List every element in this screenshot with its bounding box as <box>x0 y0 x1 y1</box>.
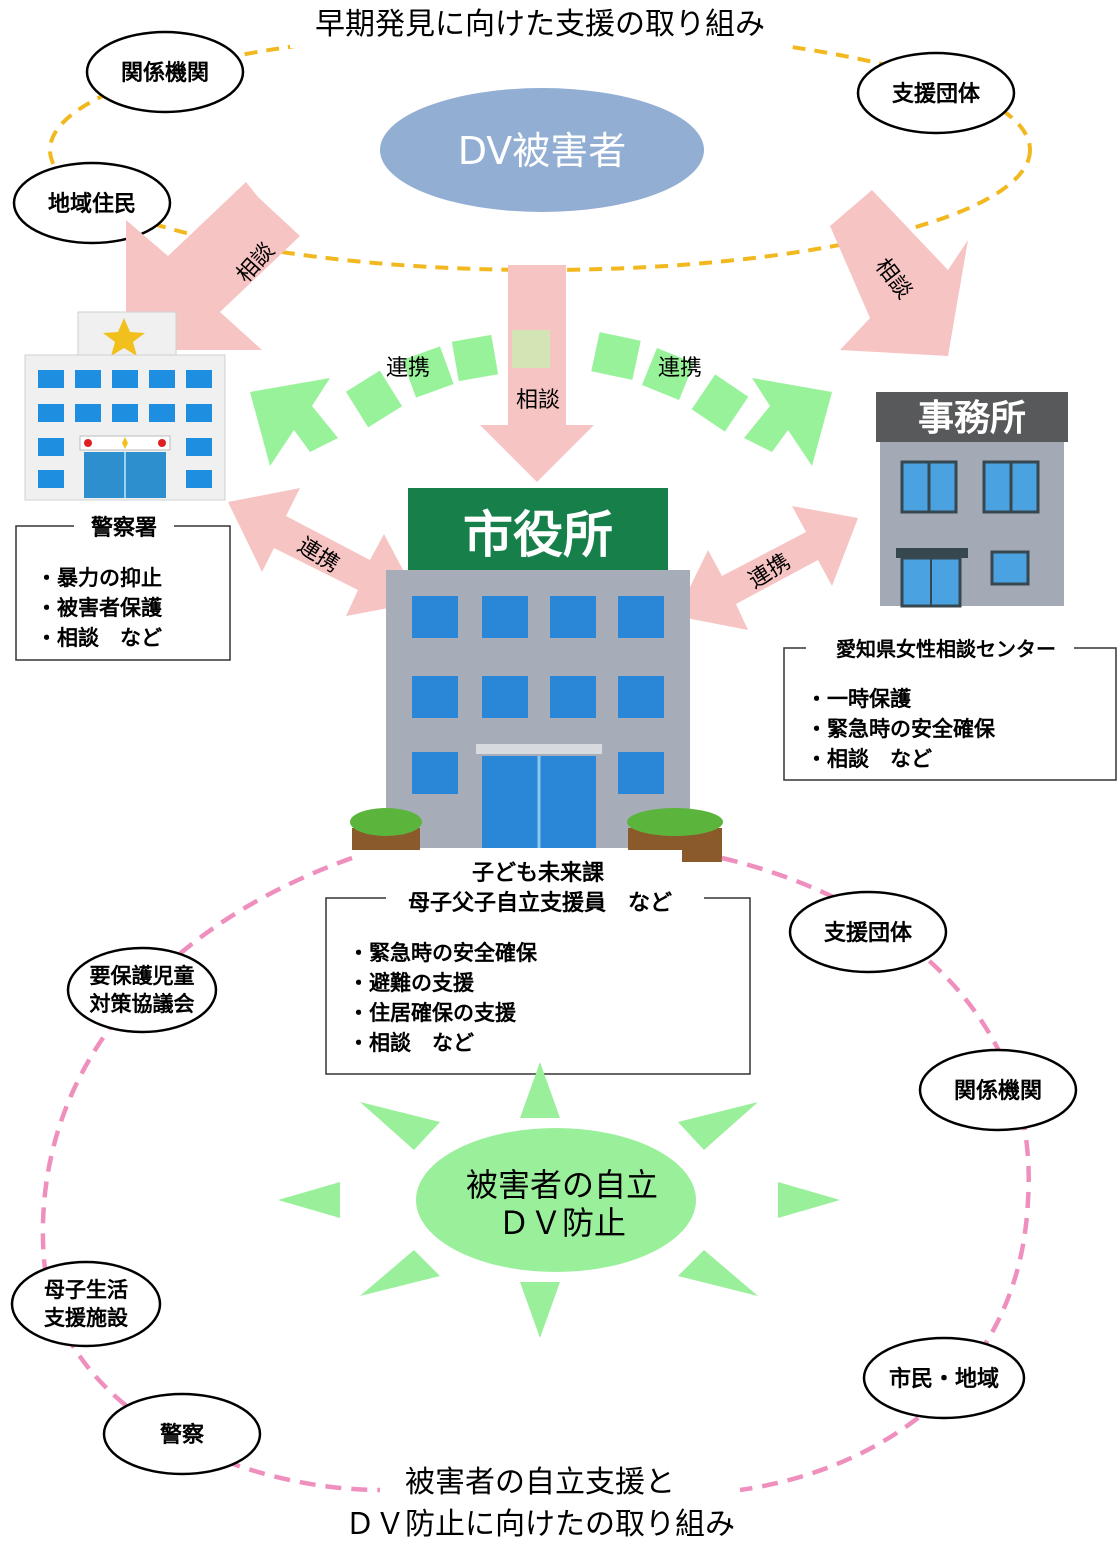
city-hall-item-3: ・相談 など <box>348 1031 474 1055</box>
office-title: 愛知県女性相談センター <box>836 637 1056 661</box>
victim-label: DV被害者 <box>458 129 627 173</box>
office-building-icon: 事務所 <box>876 392 1068 608</box>
police-item-1: ・被害者保護 <box>36 596 163 620</box>
sun-line-1: ＤＶ防止 <box>498 1204 626 1242</box>
bottom-title-line-1: ＤＶ防止に向けたの取り組み <box>345 1507 735 1542</box>
city-hall-item-0: ・緊急時の安全確保 <box>348 941 538 965</box>
city-hall-item-2: ・住居確保の支援 <box>348 1001 517 1025</box>
oval-shien-top-label: 支援団体 <box>892 82 981 107</box>
city-hall-info-box: 子ども未来課 母子父子自立支援員 など ・緊急時の安全確保 ・避難の支援 ・住居… <box>325 850 751 1075</box>
police-title: 警察署 <box>90 515 157 541</box>
oval-chiiki-top: 地域住民 <box>12 161 172 245</box>
oval-keisatsu: 警察 <box>102 1392 262 1476</box>
oval-youhogo-line-1: 対策協議会 <box>90 992 195 1016</box>
oval-shien-bottom-label: 支援団体 <box>824 921 913 946</box>
soudan-arrow-left <box>126 182 300 350</box>
renkei-arrow-left <box>228 488 420 616</box>
police-info-box: 警察署 ・暴力の抑止 ・被害者保護 ・相談 など <box>15 512 231 661</box>
renkei-top-left-label: 連携 <box>386 356 430 381</box>
office-item-0: ・一時保護 <box>806 687 912 711</box>
city-hall-title: 母子父子自立支援員 など <box>408 890 672 916</box>
oval-keisatsu-label: 警察 <box>159 1422 205 1448</box>
soudan-center-label: 相談 <box>516 388 560 413</box>
oval-kankei-top-label: 関係機関 <box>121 61 209 86</box>
police-item-2: ・相談 など <box>36 626 162 650</box>
renkei-arrow-top-left <box>250 334 499 466</box>
city-hall-sign: 市役所 <box>463 506 613 564</box>
oval-kankei-top: 関係機関 <box>85 30 245 114</box>
oval-kankei-bottom: 関係機関 <box>918 1048 1078 1132</box>
oval-shien-bottom: 支援団体 <box>788 890 948 974</box>
city-hall-dept: 子ども未来課 <box>472 860 605 886</box>
oval-boshi-line-0: 母子生活 <box>44 1278 128 1302</box>
oval-shimin: 市民・地域 <box>862 1336 1026 1420</box>
oval-boshi-line-1: 支援施設 <box>44 1306 129 1330</box>
oval-shimin-label: 市民・地域 <box>889 1366 999 1392</box>
office-info-box: 愛知県女性相談センター ・一時保護 ・緊急時の安全確保 ・相談 など <box>783 634 1117 781</box>
oval-chiiki-top-label: 地域住民 <box>48 191 136 217</box>
oval-boshi: 母子生活 支援施設 <box>10 1260 162 1348</box>
renkei-arrow-top-right <box>591 332 832 466</box>
independence-ring <box>40 855 381 1493</box>
police-building-icon <box>24 311 226 501</box>
police-item-0: ・暴力の抑止 <box>36 566 162 590</box>
soudan-arrow-center <box>480 265 594 482</box>
oval-youhogo: 要保護児童 対策協議会 <box>66 946 218 1034</box>
bottom-title-line-0: 被害者の自立支援と <box>405 1465 675 1500</box>
oval-shien-top: 支援団体 <box>856 51 1016 135</box>
soudan-arrow-right <box>830 190 968 356</box>
office-item-1: ・緊急時の安全確保 <box>806 717 996 741</box>
renkei-top-right-label: 連携 <box>658 356 702 381</box>
oval-youhogo-line-0: 要保護児童 <box>90 964 195 988</box>
city-hall-item-1: ・避難の支援 <box>348 971 475 995</box>
top-title: 早期発見に向けた支援の取り組み <box>315 7 765 42</box>
office-item-2: ・相談 など <box>806 747 932 771</box>
victim-oval <box>380 88 704 212</box>
renkei-arrow-right <box>676 506 858 630</box>
oval-kankei-bottom-label: 関係機関 <box>954 1079 1042 1104</box>
city-hall-building-icon: 市役所 <box>350 488 723 862</box>
sun-line-0: 被害者の自立 <box>466 1166 658 1204</box>
sun-graphic <box>278 1062 840 1338</box>
office-sign: 事務所 <box>918 398 1026 439</box>
